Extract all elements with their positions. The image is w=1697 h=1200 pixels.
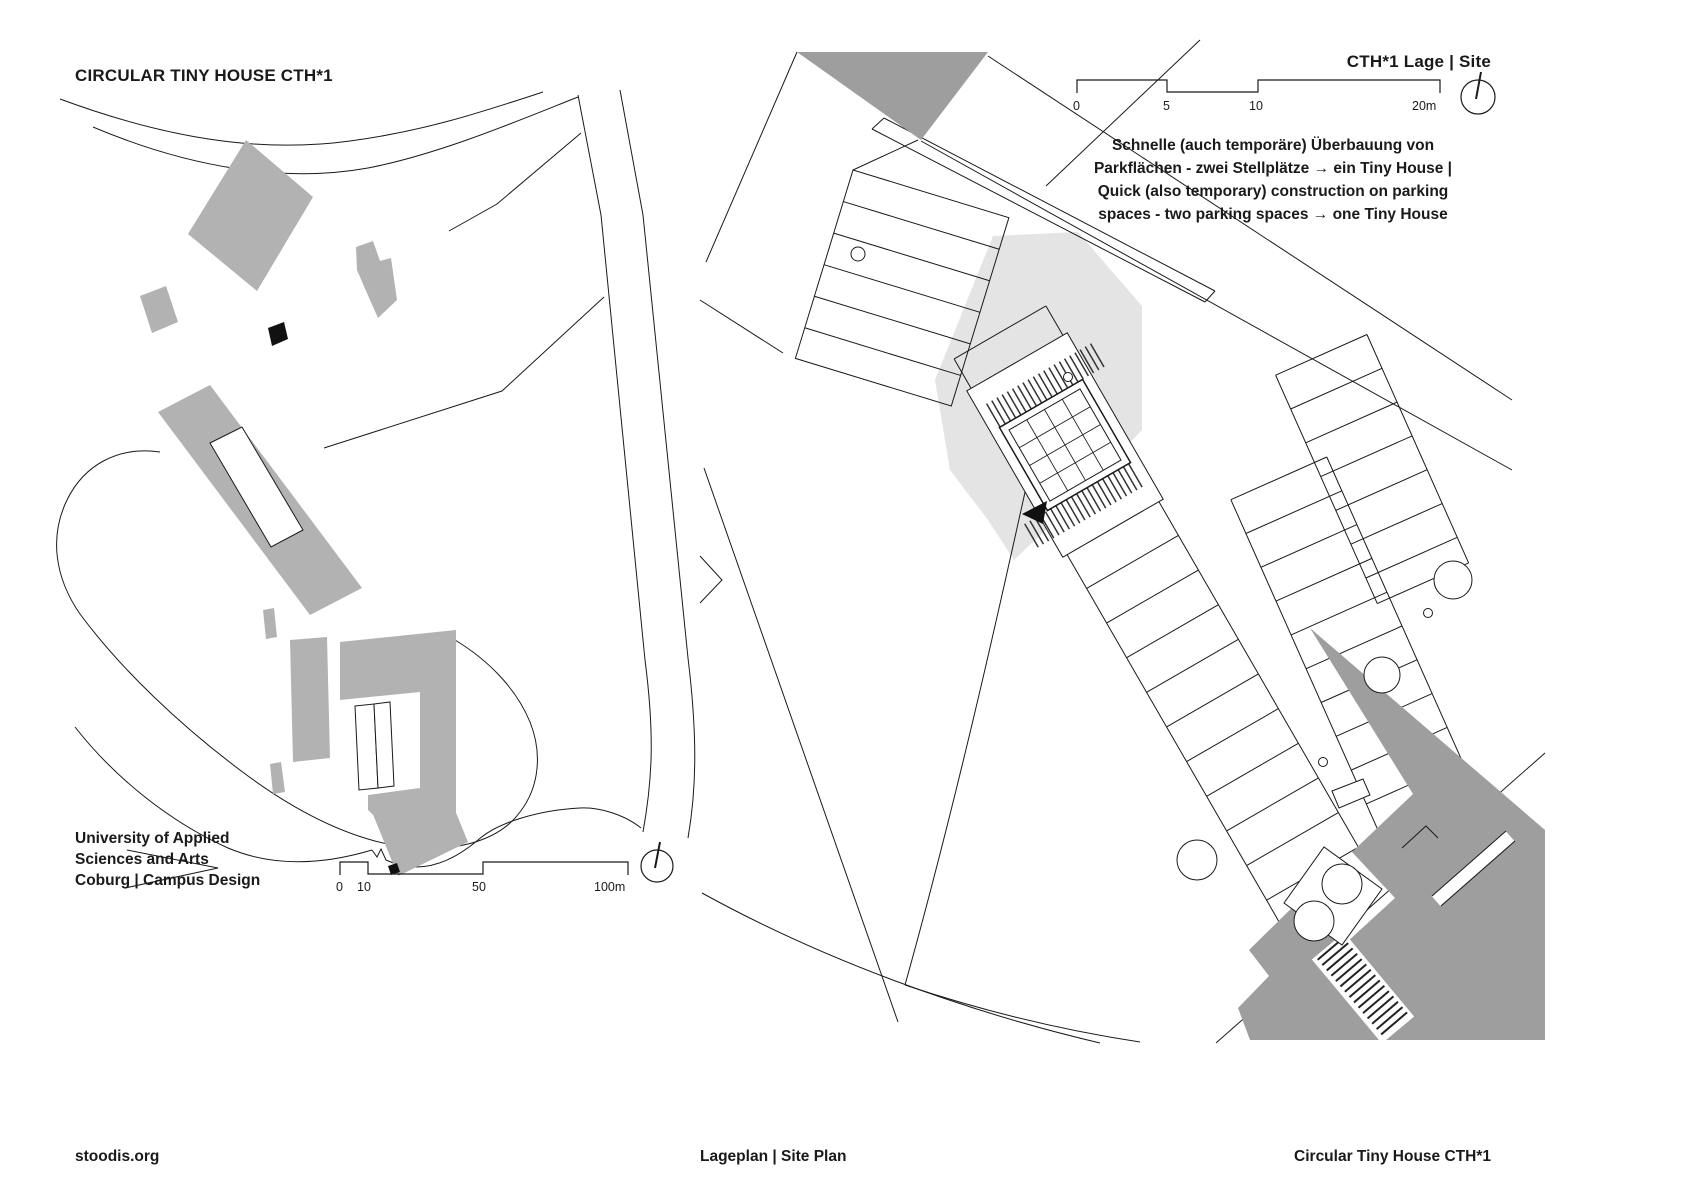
footer-brand: stoodis.org <box>75 1148 160 1165</box>
north-arrow-icon <box>1460 71 1496 115</box>
tree <box>1176 839 1218 881</box>
site-description: Schnelle (auch temporäre) Überbauung von… <box>1053 134 1493 226</box>
scale-label: 5 <box>1163 99 1170 113</box>
campus-roads <box>56 89 696 889</box>
tiny-house-deck-hatch <box>985 342 1106 428</box>
bollard <box>1318 757 1328 767</box>
campus-caption-line: Coburg | Campus Design <box>75 872 261 889</box>
sidewalk-strip <box>1440 840 1516 907</box>
building-footprint <box>263 608 277 639</box>
scale-label: 50 <box>472 880 486 894</box>
scale-label: 0 <box>1073 99 1080 113</box>
tree <box>850 246 866 262</box>
campus-caption-line: Sciences and Arts <box>75 851 209 868</box>
curb-island <box>1331 778 1371 809</box>
campus-boundary <box>56 450 538 849</box>
bollard <box>1423 608 1433 618</box>
site-map <box>699 39 1546 1044</box>
building-footprint <box>356 241 397 318</box>
building-footprint <box>372 798 468 876</box>
sidewalk-strip <box>1431 830 1507 897</box>
campus-caption-line: University of Applied <box>75 830 230 847</box>
campus-courtyards <box>209 426 395 791</box>
cth-location-marker <box>268 322 288 346</box>
page-title: CIRCULAR TINY HOUSE CTH*1 <box>75 66 333 85</box>
north-arrow-icon <box>640 841 674 883</box>
tiny-house-deck-hatch <box>1024 462 1145 548</box>
site-plan-title: CTH*1 Lage | Site <box>1346 52 1491 71</box>
site-description-line: Schnelle (auch temporäre) Überbauung von <box>1111 137 1435 154</box>
site-scale-bar <box>1076 79 1441 93</box>
parking-block <box>794 169 1010 407</box>
tree <box>1363 656 1401 694</box>
footer-sheet-name: Lageplan | Site Plan <box>700 1148 847 1165</box>
tiny-house-inner-wall <box>1008 388 1122 502</box>
tiny-house-plan <box>966 332 1164 558</box>
footer-project-name: Circular Tiny House CTH*1 <box>1294 1148 1491 1165</box>
tiny-house-grid <box>1019 399 1111 491</box>
campus-scale-bar <box>339 861 629 875</box>
scale-label: 10 <box>1249 99 1263 113</box>
building-footprint <box>340 630 456 833</box>
campus-map <box>56 89 696 889</box>
campus-buildings <box>140 140 468 876</box>
scale-label: 20m <box>1412 99 1437 113</box>
curb-jog <box>1401 825 1439 849</box>
courtyard <box>373 701 395 789</box>
entrance-arrow <box>1022 501 1047 524</box>
scale-label: 10 <box>357 880 371 894</box>
tree <box>1293 900 1335 942</box>
corner-building-wedge <box>797 52 988 140</box>
small-annex <box>388 863 400 875</box>
building-footprint <box>140 286 178 333</box>
parking-block <box>1275 334 1470 605</box>
tree <box>1433 560 1473 600</box>
tree <box>1321 863 1363 905</box>
bollard <box>1063 372 1073 382</box>
scale-label: 100m <box>594 880 626 894</box>
building-footprint <box>270 762 285 794</box>
building-footprint <box>188 140 313 291</box>
site-description-line: Quick (also temporary) construction on p… <box>1097 183 1449 200</box>
building-footprint <box>290 637 330 762</box>
scale-label: 0 <box>336 880 343 894</box>
courtyard <box>209 426 304 548</box>
campus-caption: University of Applied Sciences and Arts … <box>75 828 260 891</box>
site-description-line: Parkflächen - zwei Stellplätze → ein Tin… <box>1093 160 1453 177</box>
site-description-line: spaces - two parking spaces → one Tiny H… <box>1098 206 1448 223</box>
